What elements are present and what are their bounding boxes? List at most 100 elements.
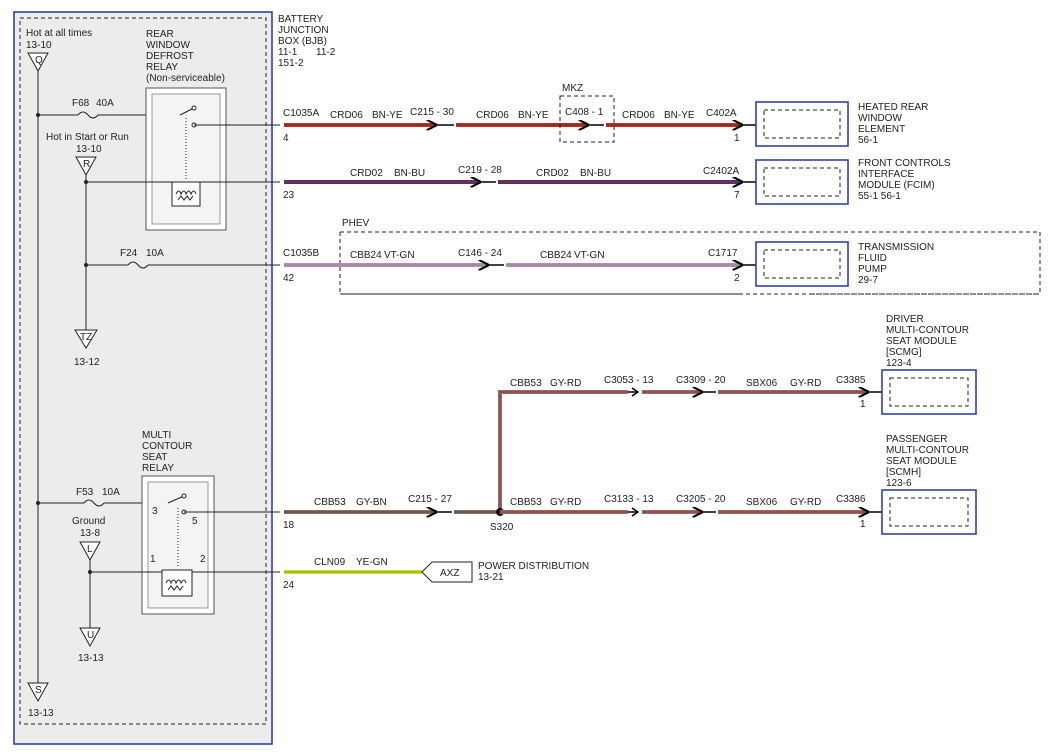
c5-ref-line1: POWER DISTRIBUTION (478, 561, 589, 572)
c3-pin-right: 2 (734, 273, 740, 284)
c4-upper-riser-wire[interactable] (498, 390, 628, 512)
c3-comp-ref: 29-7 (858, 275, 878, 286)
c1-wire1-id: CRD06 (330, 110, 363, 121)
seat-relay-line3: SEAT (142, 452, 167, 463)
c4u-inline2: C3309 - 20 (676, 375, 726, 386)
c5-ref-letters: AXZ (440, 568, 459, 579)
c4l-comp-line3: SEAT MODULE (886, 456, 957, 467)
c1-wire2-color: BN-YE (518, 110, 549, 121)
c4l-wire-color: GY-RD (550, 497, 581, 508)
seat-relay[interactable] (141, 475, 215, 615)
defrost-relay[interactable] (145, 87, 227, 231)
ground-triangle-icon[interactable] (79, 541, 101, 562)
c4u-comp-line3: SEAT MODULE (886, 336, 957, 347)
transmission-fluid-pump[interactable] (755, 241, 849, 287)
c1-mkz-option-box (559, 95, 615, 143)
passenger-seat-module[interactable] (881, 489, 977, 535)
c2-pin-left: 23 (283, 190, 295, 201)
c4l-inline2: C3205 - 20 (676, 494, 726, 505)
fuse-f24-icon[interactable] (127, 261, 149, 269)
c3-conn-left: C1035B (283, 248, 319, 259)
c2-wire1-color: BN-BU (394, 168, 425, 179)
c4u-wire2-id: SBX06 (746, 378, 778, 389)
defrost-relay-line2: WINDOW (146, 40, 190, 51)
hot-all-label: Hot at all times (26, 28, 92, 39)
c3-comp-line3: PUMP (858, 264, 887, 275)
c3-inline1: C146 - 24 (458, 248, 502, 259)
c2-wire2-color: BN-BU (580, 168, 611, 179)
u-ref: 13-13 (78, 653, 104, 664)
c5-wire-id: CLN09 (314, 557, 346, 568)
fuse-f53-icon[interactable] (83, 499, 105, 507)
defrost-relay-line3: DEFROST (146, 51, 194, 62)
relay-switch-contact (179, 107, 195, 116)
c1-wire2-id: CRD06 (476, 110, 509, 121)
u-letter: U (87, 630, 94, 641)
c1-comp-line1: HEATED REAR (858, 102, 928, 113)
c2-pin-right: 7 (734, 190, 740, 201)
s-triangle-icon[interactable] (27, 682, 49, 703)
s-letter: S (35, 685, 42, 696)
c4u-conn-right: C3385 (836, 375, 866, 386)
c4u-comp-line2: MULTI-CONTOUR (886, 325, 969, 336)
c1-comp-line3: ELEMENT (858, 124, 905, 135)
relay-coil-icon (165, 579, 187, 585)
seat-relay-pin2: 2 (200, 554, 206, 565)
c3-wire1-color: VT-GN (384, 250, 415, 261)
c1-wire1-color: BN-YE (372, 110, 403, 121)
defrost-relay-line4: RELAY (146, 62, 178, 73)
c1-conn-left: C1035A (283, 108, 319, 119)
c2-comp-line3: MODULE (FCIM) (858, 180, 935, 191)
heated-rear-window-element[interactable] (755, 101, 849, 147)
c4l-comp-ref: 123-6 (886, 478, 912, 489)
hot-run-label: Hot in Start or Run (46, 132, 129, 143)
c4u-inline1: C3053 - 13 (604, 375, 654, 386)
fuse-f68-name: F68 (72, 98, 90, 109)
front-controls-interface-module[interactable] (755, 159, 849, 205)
c4l-wire2-id: SBX06 (746, 497, 778, 508)
c2-comp-line2: INTERFACE (858, 169, 914, 180)
c4l-wire-id: CBB53 (510, 497, 542, 508)
seat-relay-pin1: 1 (150, 554, 156, 565)
c5-ref-line2: 13-21 (478, 572, 504, 583)
c4u-wire-id: CBB53 (510, 378, 542, 389)
hot-all-ref: 13-10 (26, 40, 52, 51)
c2-conn-right: C2402A (703, 166, 739, 177)
hot-run-triangle-icon[interactable] (75, 156, 97, 177)
c3-pin-left: 42 (283, 273, 295, 284)
fuse-f68-icon[interactable] (77, 111, 99, 119)
c1-pin-right: 1 (734, 133, 740, 144)
relay-coil-icon (175, 190, 197, 196)
fuse-f24-rating: 10A (146, 248, 164, 259)
bjb-title-line3: BOX (BJB) (278, 36, 327, 47)
c2-wire2-id: CRD02 (536, 168, 569, 179)
hot-all-letter: Q (35, 55, 43, 66)
c4u-comp-line1: DRIVER (886, 314, 924, 325)
c3-comp-line2: FLUID (858, 253, 887, 264)
c3-wire1-id: CBB24 (350, 250, 382, 261)
c4u-wire2-color: GY-RD (790, 378, 821, 389)
c4u-comp-line4: [SCMG] (886, 347, 922, 358)
fuse-f24-name: F24 (120, 248, 138, 259)
hot-all-triangle-icon[interactable] (27, 52, 49, 73)
c4l-inline1-arrow-icon (631, 507, 640, 517)
defrost-relay-line5: (Non-serviceable) (146, 73, 225, 84)
u-triangle-icon[interactable] (79, 627, 101, 648)
c4l-comp-line2: MULTI-CONTOUR (886, 445, 969, 456)
fuse-f53-rating: 10A (102, 487, 120, 498)
ground-letter: L (87, 544, 93, 555)
c1-conn-right: C402A (706, 108, 737, 119)
c1-pin-left: 4 (283, 133, 289, 144)
c3-option-label: PHEV (342, 218, 370, 229)
c1-comp-ref: 56-1 (858, 135, 878, 146)
c1-inline1: C215 - 30 (410, 107, 454, 118)
battery-junction-box[interactable] (13, 11, 273, 745)
bjb-ref-a: 11-1 (278, 47, 298, 58)
defrost-relay-line1: REAR (146, 29, 174, 40)
power-distribution-reference-tag[interactable] (421, 561, 473, 583)
s-ref: 13-13 (28, 708, 54, 719)
c1-option-label: MKZ (562, 83, 583, 94)
driver-seat-module[interactable] (881, 369, 977, 415)
tz-triangle-icon[interactable] (74, 329, 98, 349)
c2-comp-ref: 55-1 56-1 (858, 191, 901, 202)
